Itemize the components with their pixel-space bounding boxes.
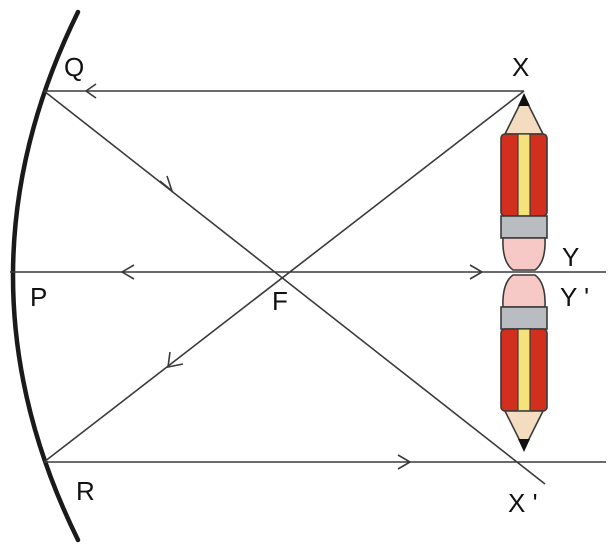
ray-arrow-q-through-f — [159, 175, 174, 194]
ray-arrow-r-to-x-prime — [397, 454, 412, 470]
image-pencil-eraser — [502, 274, 546, 308]
pencil-core-stripe — [517, 133, 531, 217]
pencil-eraser — [502, 237, 546, 271]
image-pencil-core-stripe — [517, 328, 531, 412]
pencil-ferrule — [500, 215, 548, 239]
image-pencil-tip — [518, 439, 530, 452]
inverted-pencil-icon — [500, 274, 548, 452]
ray-x-through-f — [43, 90, 525, 463]
ray-arrow-x-to-q — [84, 83, 97, 99]
label-y-prime: Y ' — [560, 282, 589, 312]
axis-arrow-left — [120, 264, 135, 280]
pencil-tip — [518, 93, 530, 106]
label-x: X — [512, 52, 529, 82]
axis-arrow-right — [469, 264, 484, 280]
pencil-icon — [500, 93, 548, 271]
ray-q-through-f — [43, 90, 546, 485]
label-y: Y — [562, 242, 579, 272]
image-pencil-wood-cone — [503, 410, 545, 451]
label-x-prime: X ' — [508, 488, 538, 518]
label-r: R — [76, 476, 95, 506]
ray-arrow-x-through-f — [167, 351, 184, 369]
image-pencil-ferrule — [500, 306, 548, 330]
concave-mirror — [10, 9, 81, 543]
label-p: P — [30, 282, 47, 312]
label-q: Q — [64, 52, 84, 82]
label-f: F — [272, 286, 288, 316]
